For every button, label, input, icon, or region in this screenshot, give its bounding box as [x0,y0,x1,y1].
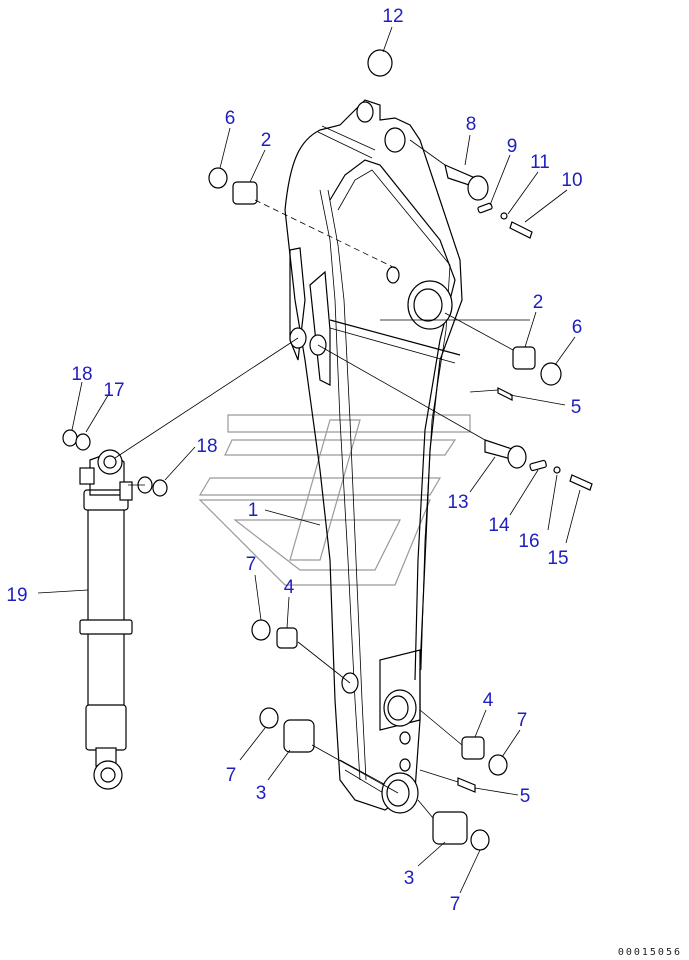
assembly-lines [114,139,530,819]
callout-6: 6 [225,108,236,129]
document-number: 00015056 [618,947,682,958]
callouts: 12 6 2 8 9 11 10 2 6 5 18 17 18 1 13 14 … [6,6,582,915]
callout-4: 4 [483,690,494,711]
callout-8: 8 [466,114,477,135]
callout-6: 6 [572,317,583,338]
callout-2: 2 [261,130,272,151]
arm-holes [289,101,453,814]
callout-14: 14 [488,515,510,536]
callout-1: 1 [248,500,259,521]
callout-18: 18 [196,436,217,457]
hardware-parts [62,49,593,851]
callout-12: 12 [382,6,403,27]
hydraulic-cylinder [79,449,133,790]
callout-13: 13 [447,492,468,513]
callout-17: 17 [103,380,124,401]
callout-7: 7 [246,554,257,575]
callout-7: 7 [226,765,237,786]
callout-2: 2 [533,292,544,313]
callout-4: 4 [284,577,295,598]
callout-16: 16 [518,531,539,552]
callout-18: 18 [71,364,92,385]
callout-5: 5 [520,786,531,807]
watermark-logo [198,414,471,586]
callout-9: 9 [507,136,518,157]
callout-3: 3 [256,783,267,804]
callout-7: 7 [517,710,528,731]
callout-10: 10 [561,170,582,191]
callout-19: 19 [6,585,27,606]
callout-3: 3 [404,868,415,889]
callout-11: 11 [530,152,550,173]
leader-lines [37,26,581,894]
callout-5: 5 [571,397,582,418]
callout-15: 15 [547,548,568,569]
callout-7: 7 [450,894,461,915]
pin-parts [444,163,527,469]
